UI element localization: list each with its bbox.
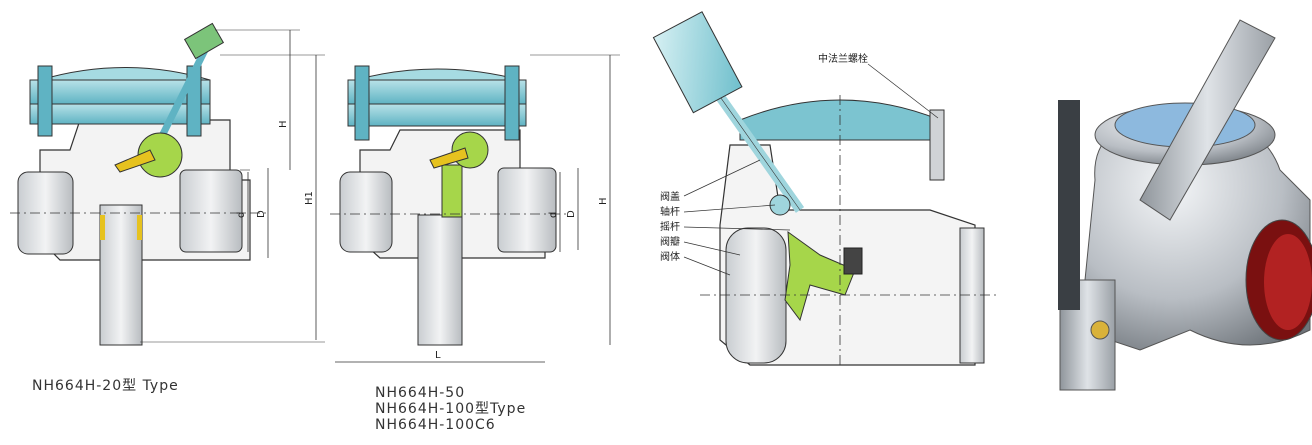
caption-line: NH664H-50	[375, 385, 466, 401]
dim-d: d	[236, 212, 247, 218]
right-port	[959, 227, 985, 364]
green-guard	[441, 164, 463, 218]
yellow-guard	[100, 215, 105, 240]
bonnet-cap	[354, 68, 521, 81]
dim-D: D	[566, 210, 577, 218]
dim-d: d	[548, 212, 559, 218]
lower-flange	[347, 103, 527, 127]
upper-flange	[347, 79, 527, 105]
caption-fig1: NH664H-20型 Type	[32, 378, 179, 394]
valve-drawing-nh664h-20: H H1 d D	[10, 22, 325, 346]
callout-rocker: 摇杆	[660, 220, 680, 233]
left-port	[725, 227, 787, 364]
dim-H1: H1	[304, 191, 315, 205]
support-post	[99, 204, 143, 346]
outlet-bore	[1264, 234, 1312, 330]
counterweight	[652, 11, 743, 114]
support-post	[417, 214, 463, 346]
right-outlet	[497, 167, 557, 253]
dim-L: L	[435, 350, 441, 361]
callout-disc: 阀瓣	[660, 235, 680, 248]
disc-nut	[843, 247, 863, 275]
valve-3d-render	[1058, 19, 1312, 391]
valve-drawing-nh664h-50-100: H L d D	[330, 54, 620, 363]
lever-3d	[1139, 19, 1276, 221]
dim-D: D	[256, 210, 267, 218]
left-inlet	[339, 171, 393, 253]
caption-line: NH664H-100C6	[375, 417, 496, 433]
green-hub	[451, 131, 489, 169]
side-rod	[1058, 100, 1080, 310]
callout-flange-bolt: 中法兰螺栓	[818, 52, 868, 65]
dim-H: H	[278, 120, 289, 128]
callout-body: 阀体	[660, 250, 680, 263]
yellow-link	[429, 147, 469, 169]
callout-bonnet: 阀盖	[660, 190, 680, 203]
caption-line: NH664H-100型Type	[375, 401, 527, 417]
valve-cross-section: 中法兰螺栓 阀盖 轴杆 摇杆 阀瓣 阀体	[652, 11, 1000, 368]
bolt	[929, 109, 945, 181]
counterweight	[183, 22, 225, 60]
disc	[784, 230, 856, 322]
right-outlet	[179, 169, 243, 253]
caption-fig2: NH664H-50 NH664H-100型Type NH664H-100C6	[375, 385, 526, 433]
shaft-hub	[769, 194, 791, 216]
flange-bolts	[354, 65, 520, 141]
yellow-link	[114, 149, 156, 173]
yellow-guard	[137, 215, 142, 240]
yellow-fitting	[1090, 320, 1110, 340]
bonnet-cap	[39, 67, 211, 81]
lower-flange	[29, 103, 211, 125]
dim-H: H	[598, 197, 609, 205]
callout-shaft: 轴杆	[660, 205, 680, 218]
